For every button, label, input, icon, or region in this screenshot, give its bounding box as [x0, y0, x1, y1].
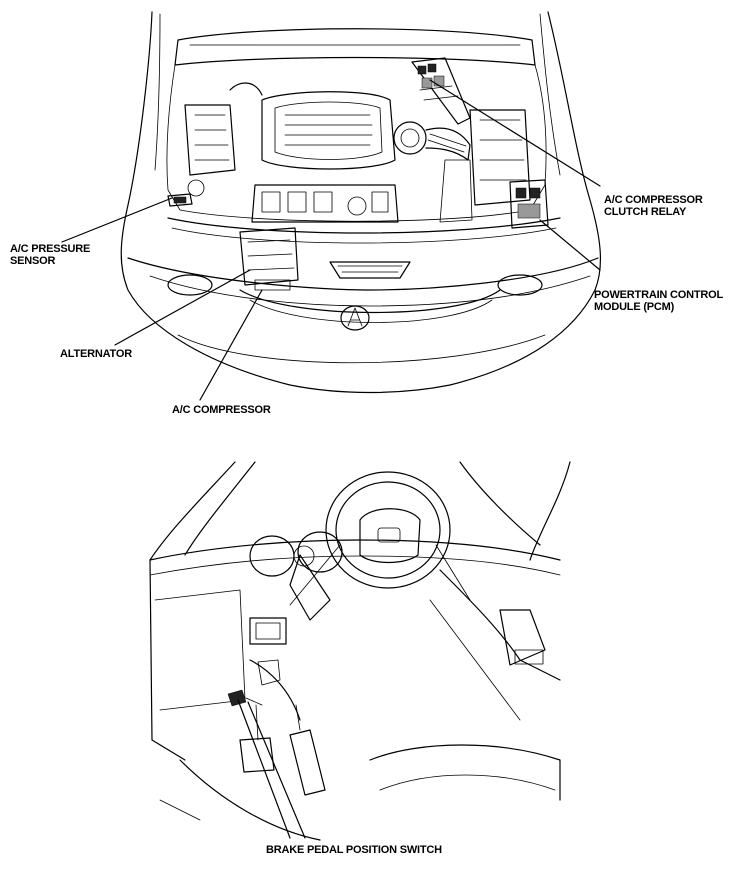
callout-ac-compressor-line-1: A/C COMPRESSOR	[172, 404, 271, 416]
callout-powertrain-control-module: POWERTRAIN CONTROL MODULE (PCM)	[594, 289, 723, 313]
callout-ac-pressure-sensor: A/C PRESSURE SENSOR	[10, 243, 90, 267]
callout-brake-pedal-position-switch: BRAKE PEDAL POSITION SWITCH	[266, 844, 442, 856]
engine-bay-illustration	[120, 11, 602, 394]
callout-ac-compressor-clutch-relay: A/C COMPRESSOR CLUTCH RELAY	[604, 194, 703, 218]
callout-powertrain-control-module-line-2: MODULE (PCM)	[594, 301, 675, 313]
interior-leader-lines	[237, 699, 306, 839]
callout-powertrain-control-module-line-1: POWERTRAIN CONTROL	[594, 289, 724, 301]
callout-alternator-line-1: ALTERNATOR	[60, 348, 132, 360]
engine-bay-leader-lines	[61, 79, 601, 401]
callout-ac-compressor-clutch-relay-line-1: A/C COMPRESSOR	[604, 194, 703, 206]
callout-ac-compressor: A/C COMPRESSOR	[172, 404, 271, 416]
callout-alternator: ALTERNATOR	[60, 348, 132, 360]
callout-ac-pressure-sensor-line-1: A/C PRESSURE	[10, 243, 91, 255]
callout-ac-compressor-clutch-relay-line-2: CLUTCH RELAY	[604, 206, 687, 218]
callout-brake-pedal-position-switch-line-1: BRAKE PEDAL POSITION SWITCH	[266, 844, 442, 856]
callout-ac-pressure-sensor-line-2: SENSOR	[10, 255, 56, 267]
interior-illustration	[149, 461, 571, 841]
